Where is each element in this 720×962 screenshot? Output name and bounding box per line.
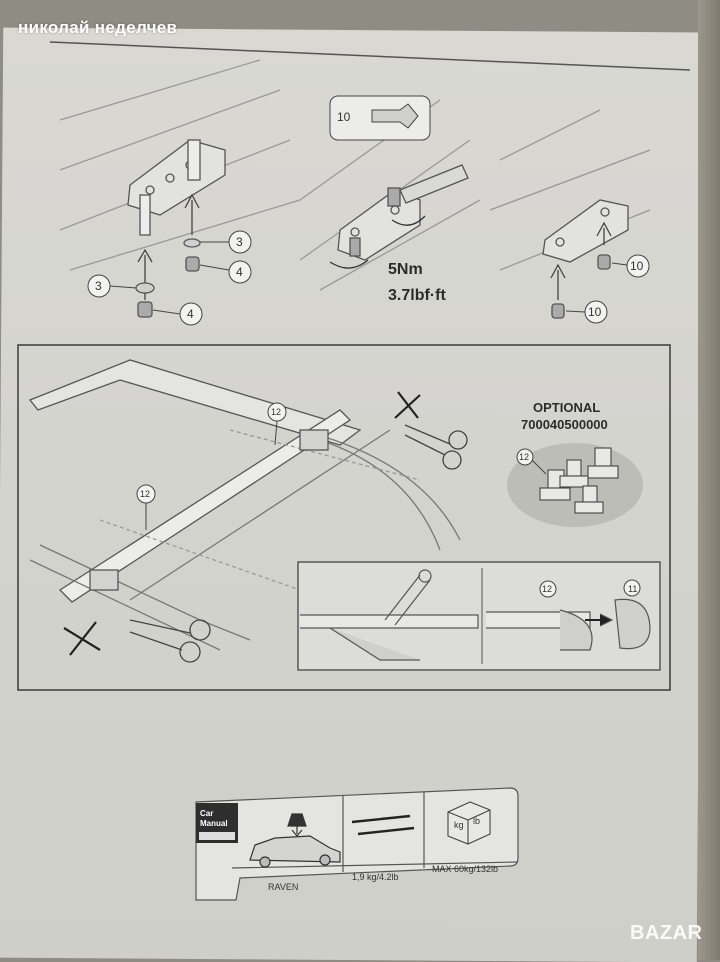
callout-10a-circle [626, 254, 650, 278]
optional-title: OPTIONAL [533, 400, 600, 415]
max-load: MAX 60kg/132lb [432, 864, 498, 874]
wrench-size-label: 10 [337, 110, 351, 124]
author-watermark: николай неделчев [18, 18, 178, 37]
detail-endcap-panel [486, 598, 651, 651]
roof-rails-diagram [28, 359, 461, 651]
torque-nm: 5Nm [388, 261, 423, 278]
detail-cut-panel [300, 569, 479, 661]
cut-mark-top [394, 391, 421, 419]
step-top-middle-diagram [299, 99, 481, 291]
roof-bars-icon [351, 814, 415, 836]
sheet-edge [698, 0, 720, 960]
cut-mark-bottom [63, 621, 101, 656]
callout-11: 11 [628, 584, 637, 594]
scissors-icon-top [404, 424, 468, 470]
vehicle-fit-panel [195, 787, 519, 901]
car-name: RAVEN [268, 882, 298, 892]
callout-10b: 10 [588, 305, 602, 319]
callout-12a: 12 [271, 407, 281, 417]
optional-part-number: 700040500000 [521, 417, 608, 432]
badge-line2: Manual [200, 819, 228, 828]
box-icon [447, 801, 491, 845]
callout-4a: 4 [236, 265, 243, 279]
sheet-top-rule [49, 41, 691, 71]
bar-weight: 1,9 kg/4.2lb [352, 872, 399, 882]
scissors-icon-bottom [129, 619, 211, 663]
callout-3a: 3 [236, 235, 243, 249]
callout-11-circle [623, 579, 641, 597]
car-icon [249, 813, 341, 868]
step-top-right-diagram [489, 109, 651, 319]
torque-lbf: 3.7lbf·ft [388, 287, 446, 304]
callout-12d-circle [539, 580, 557, 598]
step-middle-frame [17, 344, 671, 691]
callout-3b: 3 [95, 279, 102, 293]
callout-10a: 10 [630, 259, 644, 273]
callout-12b: 12 [140, 489, 150, 499]
step-top-left-diagram [59, 59, 301, 318]
callout-12c: 12 [519, 452, 529, 462]
optional-tslots-illustration [507, 443, 643, 527]
wrench-size-box [329, 95, 431, 141]
badge-line1: Car [200, 809, 213, 818]
box-unit-kg: kg [454, 820, 464, 830]
box-unit-lb: lb [473, 816, 480, 826]
site-logo: BAZAR [630, 922, 703, 944]
callout-12d: 12 [542, 584, 552, 594]
callout-group-top-left [87, 230, 252, 326]
car-manual-badge [196, 803, 238, 843]
callout-4b: 4 [187, 307, 194, 321]
